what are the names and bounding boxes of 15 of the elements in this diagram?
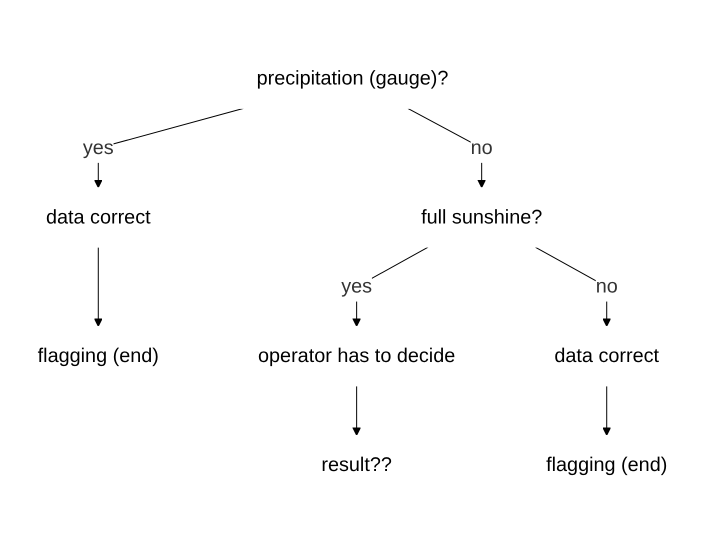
edge-label: yes [341, 276, 372, 298]
node-text: data correct [554, 345, 660, 368]
node-text: result?? [321, 454, 392, 476]
node-text: precipitation (gauge)? [256, 68, 448, 90]
node-text: flagging (end) [546, 454, 668, 476]
arrow [94, 246, 103, 327]
edge-label: yes [82, 137, 114, 160]
edge-label: no [470, 137, 493, 160]
arrow [352, 385, 361, 436]
arrow [602, 385, 612, 436]
node-text: flagging (end) [38, 345, 159, 368]
node-text: full sunshine? [421, 206, 542, 228]
node-text: data correct [46, 206, 151, 228]
edge-label: no [596, 276, 618, 298]
node-text: operator has to decide [258, 345, 456, 368]
